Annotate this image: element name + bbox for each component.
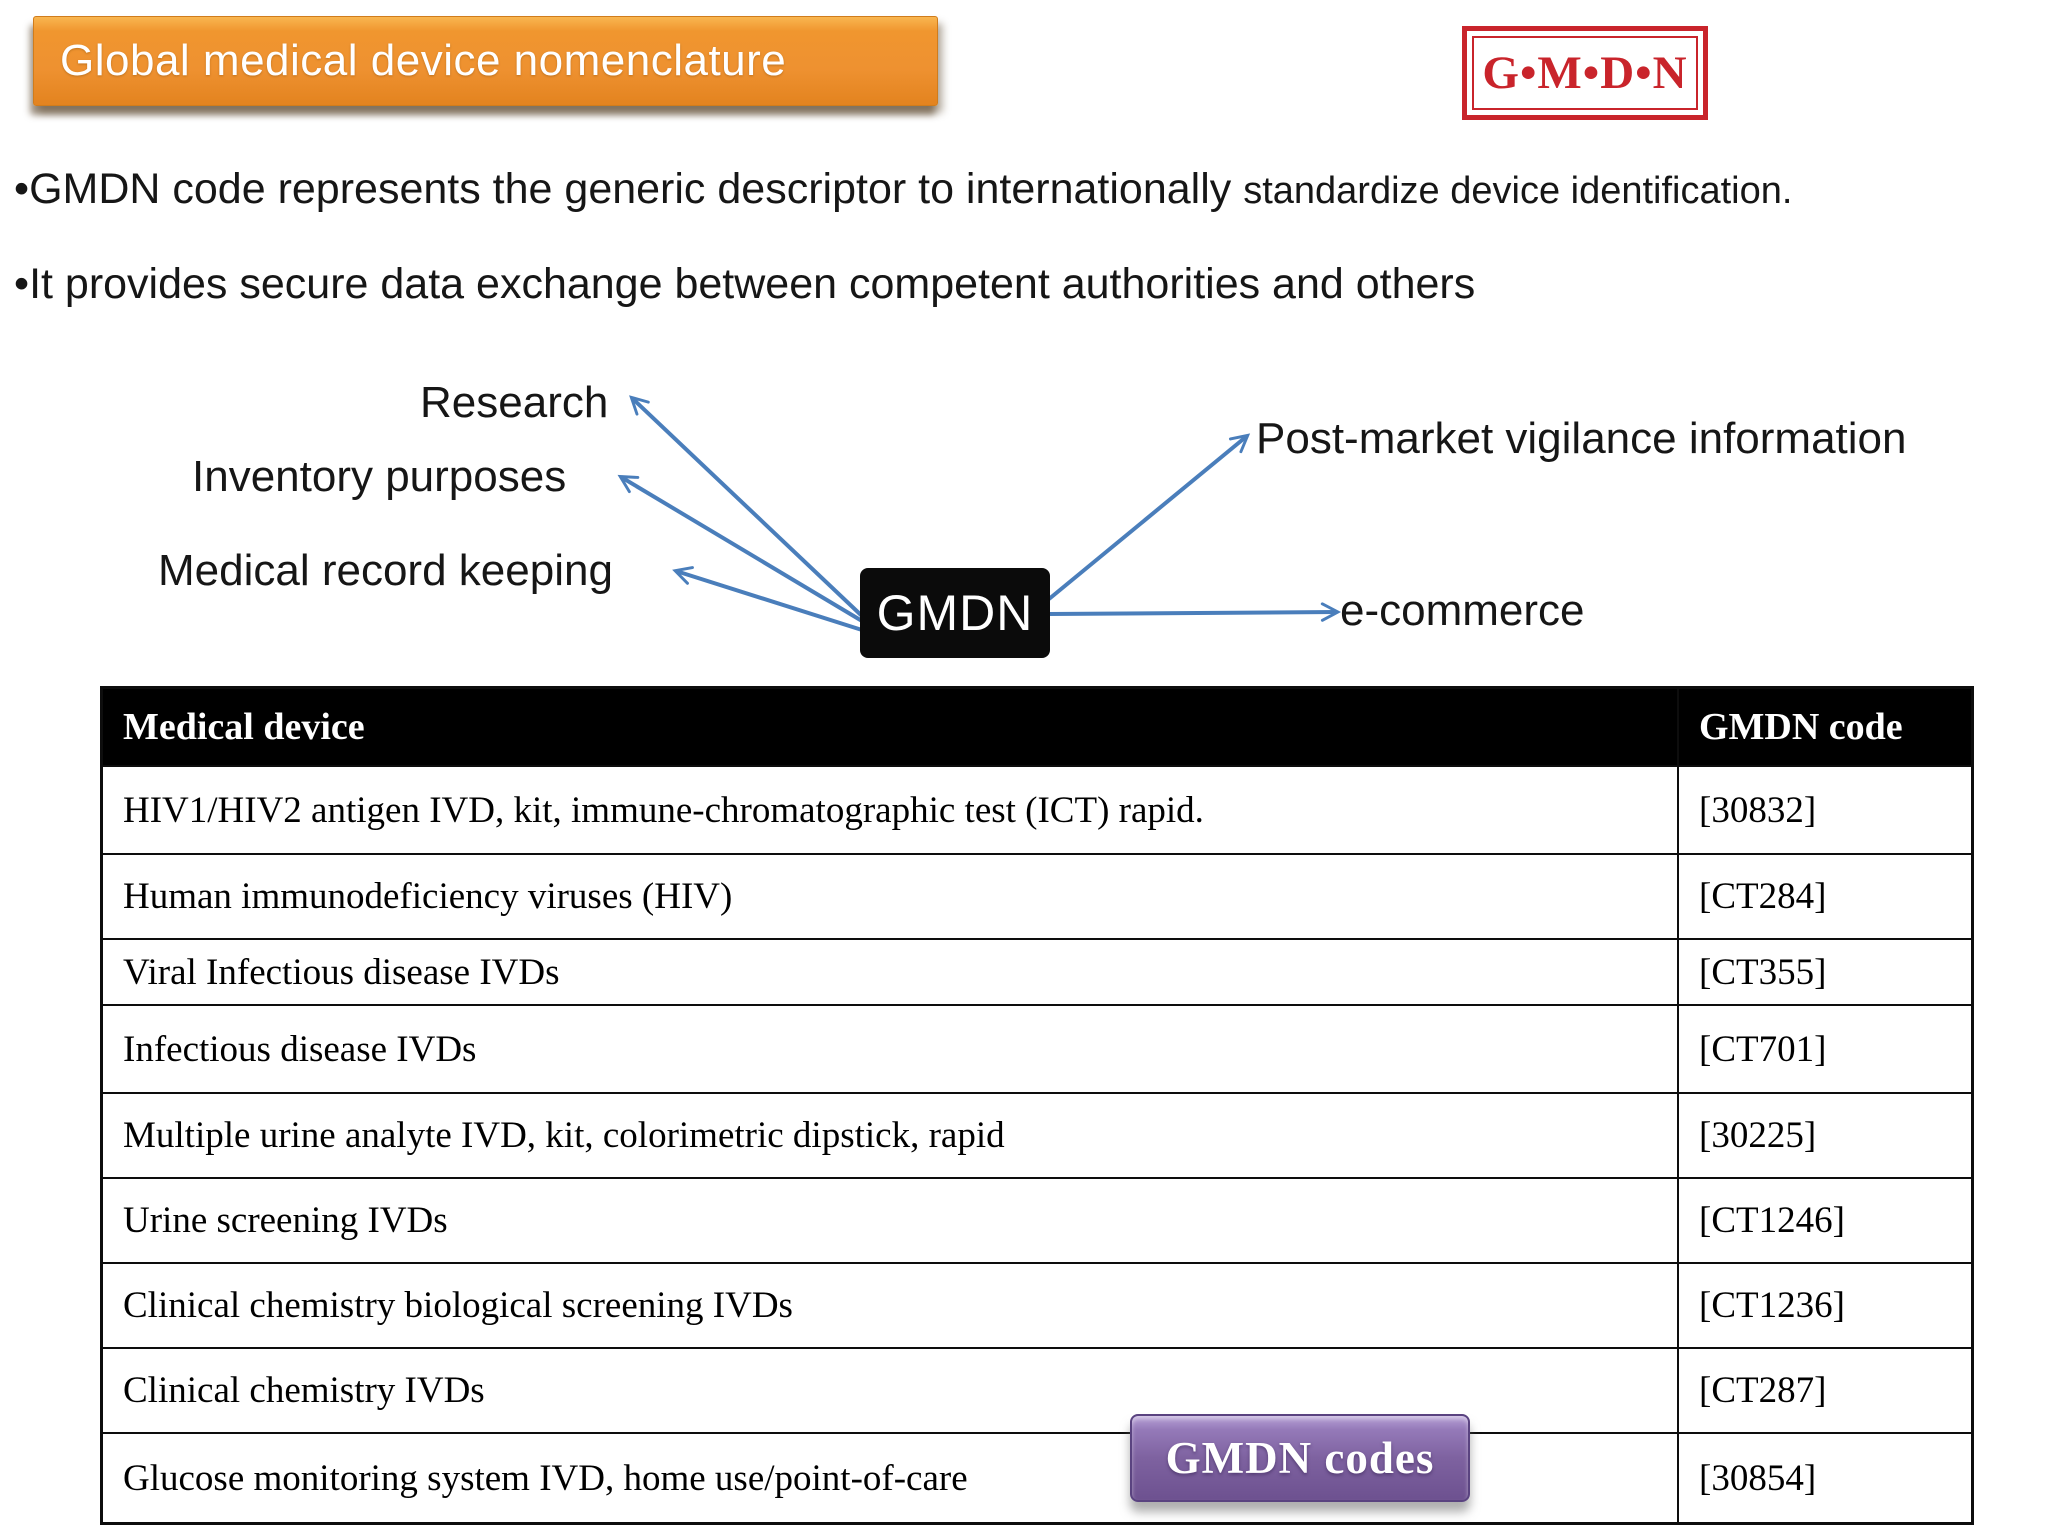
gmdn-logo: G•M•D•N — [1462, 26, 1708, 120]
arrow-to-postmarket — [1047, 433, 1251, 601]
arrow-to-inventory — [617, 474, 864, 623]
device-cell: Human immunodeficiency viruses (HIV) — [100, 853, 1679, 940]
code-cell: [CT284] — [1677, 853, 1974, 940]
device-cell: Multiple urine analyte IVD, kit, colorim… — [100, 1092, 1679, 1179]
diagram-label-postmarket: Post-market vigilance information — [1256, 414, 1907, 463]
code-cell: [CT287] — [1677, 1347, 1974, 1434]
code-cell: [CT355] — [1677, 938, 1974, 1006]
table-row: Human immunodeficiency viruses (HIV)[CT2… — [100, 853, 1974, 940]
code-cell: [30854] — [1677, 1432, 1974, 1525]
title-banner: Global medical device nomenclature — [33, 16, 938, 106]
bullet-text-small: standardize device identification. — [1243, 170, 1793, 212]
code-cell: [CT1236] — [1677, 1262, 1974, 1349]
table-row: Infectious disease IVDs[CT701] — [100, 1004, 1974, 1094]
arrow-to-medical-record — [672, 566, 863, 632]
header-row: Medical device GMDN code — [100, 686, 1974, 767]
gmdn-center-label: GMDN — [876, 585, 1034, 641]
bullet-marker: • — [14, 165, 30, 213]
gmdn-center-node: GMDN — [860, 568, 1050, 658]
table-row: HIV1/HIV2 antigen IVD, kit, immune-chrom… — [100, 765, 1974, 855]
arrow-to-research — [629, 395, 864, 618]
device-cell: Infectious disease IVDs — [100, 1004, 1679, 1094]
arrow-to-ecommerce — [1048, 602, 1342, 622]
device-table: Medical device GMDN code HIV1/HIV2 antig… — [100, 686, 1974, 1525]
table-row: Clinical chemistry biological screening … — [100, 1262, 1974, 1349]
table-row: Urine screening IVDs[CT1246] — [100, 1177, 1974, 1264]
page-title: Global medical device nomenclature — [60, 36, 787, 85]
diagram-label-ecommerce: e-commerce — [1340, 586, 1585, 635]
device-cell: Urine screening IVDs — [100, 1177, 1679, 1264]
header-gmdn-code: GMDN code — [1677, 686, 1974, 767]
diagram-label-research: Research — [420, 378, 609, 427]
code-cell: [30832] — [1677, 765, 1974, 855]
code-cell: [30225] — [1677, 1092, 1974, 1179]
gmdn-codes-badge-label: GMDN codes — [1165, 1433, 1435, 1483]
device-cell: HIV1/HIV2 antigen IVD, kit, immune-chrom… — [100, 765, 1679, 855]
header-medical-device: Medical device — [100, 686, 1679, 767]
gmdn-codes-badge: GMDN codes — [1130, 1414, 1470, 1502]
table-row: Clinical chemistry IVDs[CT287] — [100, 1347, 1974, 1434]
bullet-item: •It provides secure data exchange betwee… — [14, 263, 1792, 306]
table-row: Glucose monitoring system IVD, home use/… — [100, 1432, 1974, 1525]
bullet-list: •GMDN code represents the generic descri… — [14, 168, 1792, 306]
device-table-head: Medical device GMDN code — [100, 686, 1974, 767]
bullet-item: •GMDN code represents the generic descri… — [14, 168, 1792, 211]
diagram-label-inventory: Inventory purposes — [192, 452, 567, 501]
bullet-text: GMDN code represents the generic descrip… — [29, 165, 1244, 213]
diagram-label-medical-record: Medical record keeping — [158, 546, 613, 595]
bullet-text: It provides secure data exchange between… — [29, 260, 1476, 308]
table-row: Multiple urine analyte IVD, kit, colorim… — [100, 1092, 1974, 1179]
code-cell: [CT1246] — [1677, 1177, 1974, 1264]
device-table-body: HIV1/HIV2 antigen IVD, kit, immune-chrom… — [100, 765, 1974, 1525]
gmdn-logo-inner-frame: G•M•D•N — [1472, 36, 1698, 110]
bullet-marker: • — [14, 260, 30, 308]
code-cell: [CT701] — [1677, 1004, 1974, 1094]
gmdn-logo-text: G•M•D•N — [1482, 47, 1688, 99]
table-row: Viral Infectious disease IVDs[CT355] — [100, 938, 1974, 1006]
device-cell: Clinical chemistry biological screening … — [100, 1262, 1679, 1349]
device-cell: Viral Infectious disease IVDs — [100, 938, 1679, 1006]
